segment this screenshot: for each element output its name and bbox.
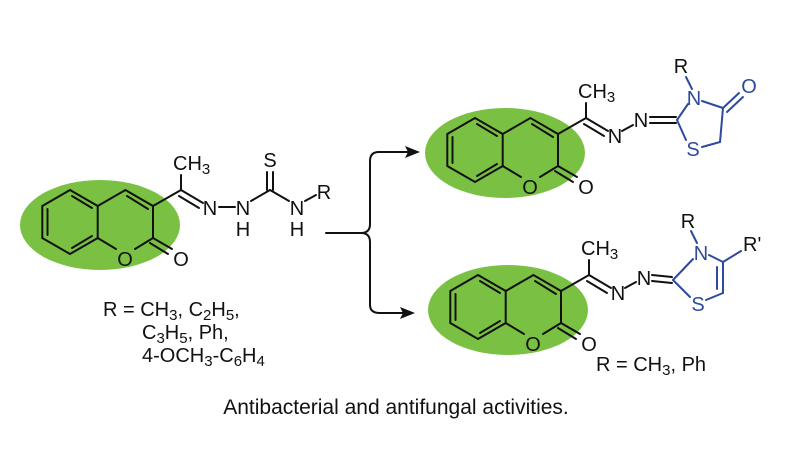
atom-n1: N (608, 126, 622, 148)
product-thiazolidinone: O O CH3 N N N O S R (424, 56, 757, 199)
r-prime-group-label: R' (743, 234, 761, 256)
atom-s: S (691, 294, 704, 316)
r-group-label: R (681, 211, 695, 233)
atom-o-ring: O (117, 249, 133, 271)
reactant-thiosemicarbazone: O O CH3 N N H S N H R (19, 150, 331, 271)
reactant-r-groups-line2: C3H5, Ph, (142, 322, 229, 347)
atom-h: H (236, 219, 250, 241)
atom-n1: N (611, 283, 625, 305)
arrowhead-icon (400, 307, 415, 319)
thiazoline-ring: N S (672, 230, 742, 316)
atom-o-ring: O (525, 334, 541, 356)
atom-o-carbonyl: O (581, 334, 597, 356)
product-thiazoline: O O CH3 N N N S R R' (427, 211, 761, 356)
atom-nh: N (236, 198, 250, 220)
atom-n2: N (634, 110, 648, 132)
atom-h: H (290, 219, 304, 241)
product-r-groups: R = CH3, Ph (596, 354, 706, 379)
branching-reaction-arrow (325, 146, 420, 319)
atom-n2: N (637, 268, 651, 290)
atom-o-carbonyl: O (578, 177, 594, 199)
arrowhead-icon (405, 146, 420, 158)
r-group-label: R (317, 182, 331, 204)
r-group-label: R (674, 56, 688, 78)
caption: Antibacterial and antifungal activities. (223, 396, 569, 419)
thiazolidinone-ring: N O S (676, 76, 757, 161)
atom-o-carbonyl: O (173, 249, 189, 271)
reactant-r-groups-line1: R = CH3, C2H5, (103, 299, 240, 324)
atom-n-imine: N (203, 198, 217, 220)
atom-n3: N (687, 88, 701, 110)
atom-s: S (686, 139, 699, 161)
methyl-label: CH3 (578, 81, 615, 106)
reactant-r-groups-line3: 4-OCH3-C6H4 (142, 345, 265, 370)
atom-n3: N (694, 243, 708, 265)
atom-o-keto: O (741, 76, 757, 98)
atom-o-ring: O (522, 177, 538, 199)
atom-n-r: N (290, 198, 304, 220)
methyl-label: CH3 (581, 238, 618, 263)
methyl-label: CH3 (173, 153, 210, 178)
atom-s: S (263, 150, 276, 172)
